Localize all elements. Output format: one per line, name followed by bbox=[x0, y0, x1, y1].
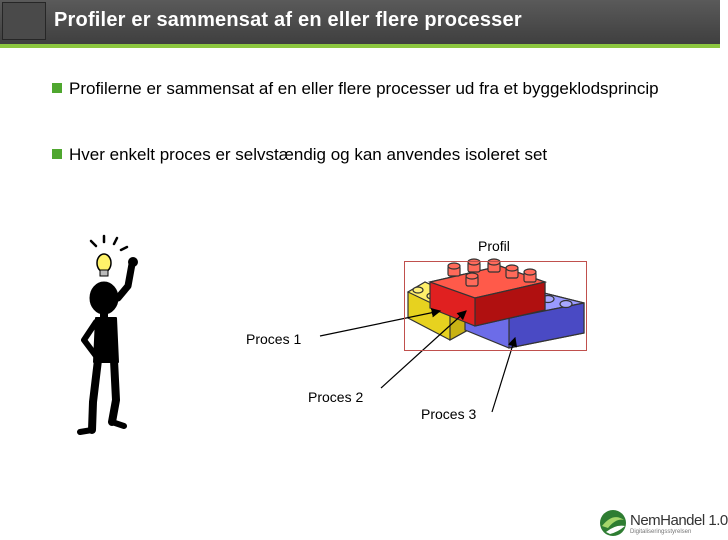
logo-name: NemHandel 1.0 bbox=[630, 512, 728, 529]
thinking-person-icon bbox=[77, 257, 138, 435]
logo-tagline: Digitaliseringsstyrelsen bbox=[630, 529, 692, 535]
profil-frame bbox=[404, 261, 587, 351]
bullet-text-1: Profilerne er sammensat af en eller fler… bbox=[69, 79, 659, 98]
label-proces-3: Proces 3 bbox=[421, 406, 477, 422]
label-proces-2: Proces 2 bbox=[308, 389, 364, 405]
slide-title: Profiler er sammensat af en eller flere … bbox=[54, 9, 522, 31]
title-underline bbox=[0, 44, 720, 48]
title-square bbox=[2, 2, 46, 40]
nemhandel-logo: NemHandel 1.0 Digitaliseringsstyrelsen bbox=[596, 506, 728, 540]
label-proces-1: Proces 1 bbox=[246, 331, 302, 347]
bullet-marker-icon bbox=[52, 149, 62, 159]
title-bar: Profiler er sammensat af en eller flere … bbox=[0, 0, 720, 44]
pointer-proces1 bbox=[319, 308, 442, 337]
nemhandel-swirl-icon bbox=[600, 510, 626, 536]
pointer-proces2 bbox=[380, 310, 467, 389]
idea-rays-icon bbox=[89, 234, 129, 252]
bullet-item-1: Profilerne er sammensat af en eller fler… bbox=[52, 77, 702, 100]
label-profil: Profil bbox=[478, 238, 510, 254]
bullet-item-2: Hver enkelt proces er selvstændig og kan… bbox=[52, 143, 702, 166]
bullet-marker-icon bbox=[52, 83, 62, 93]
bullet-text-2: Hver enkelt proces er selvstændig og kan… bbox=[69, 145, 548, 164]
light-bulb-icon bbox=[96, 253, 112, 277]
